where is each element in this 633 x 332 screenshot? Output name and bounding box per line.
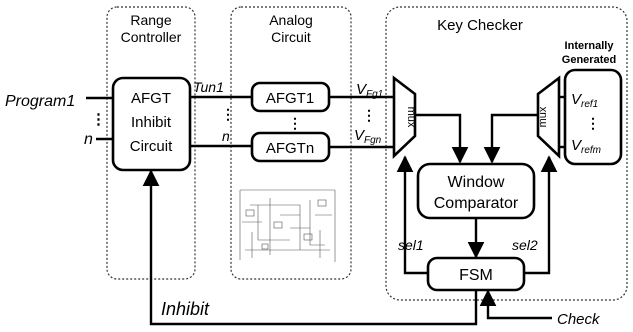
afgtn-label: AFGTn [266,140,314,157]
range-title-line2: Controller [121,29,182,45]
inhibit-label: Inhibit [161,299,210,319]
analog-title-line1: Analog [269,12,313,28]
right-mux-output [483,113,538,164]
key-checker-panel [385,6,628,301]
left-mux [392,75,417,160]
vref1-v: V [571,91,583,108]
key-checker-title: Key Checker [437,17,523,34]
afgt-dots: ⋮ [288,115,302,131]
vfg1-v: V [356,81,368,98]
sel2-wire [524,155,558,275]
range-title-line1: Range [130,12,171,28]
vfgn-sub: Fgn [364,135,382,146]
vfgn-v: V [354,127,366,144]
fsm-label: FSM [459,267,493,284]
vrefm-v: V [571,137,583,154]
internally-label: Internally [565,40,615,52]
program1-label: Program1 [5,93,75,110]
window-line2: Comparator [434,195,519,212]
circuit-schematic [239,189,336,262]
right-mux-label: mux [537,106,549,127]
vfg1-sub: Fg1 [366,89,383,100]
vref-dots: ⋮ [586,115,600,131]
afgt-inhibit-line1: AFGT [131,90,171,107]
check-label: Check [557,311,601,328]
left-mux-label: mux [405,107,417,128]
internal-reference-block [563,68,623,166]
left-mux-output [415,113,469,164]
check-wire [479,289,552,320]
n-input-label: n [84,131,93,148]
sel2-label: sel2 [512,237,538,253]
afgt1-label: AFGT1 [266,90,314,107]
right-mux [536,75,561,160]
tun-dots: ⋮ [221,106,235,122]
afgt-inhibit-line3: Circuit [130,138,173,155]
analog-title-line2: Circuit [271,29,311,45]
sel1-wire [396,155,428,275]
sel1-label: sel1 [398,237,424,253]
generated-label: Generated [562,54,616,66]
vrefm-sub: refm [581,145,601,156]
input-dots: ⋮ [91,111,106,128]
tun1-label: Tun1 [193,79,224,95]
afgt-inhibit-line2: Inhibit [131,114,172,131]
vref1-sub: ref1 [581,99,598,110]
inhibit-feedback-wire [142,169,478,326]
window-line1: Window [448,174,505,191]
n-wire-label: n [222,128,230,144]
analog-circuit-panel [230,6,352,280]
vfg-dots: ⋮ [362,107,376,123]
